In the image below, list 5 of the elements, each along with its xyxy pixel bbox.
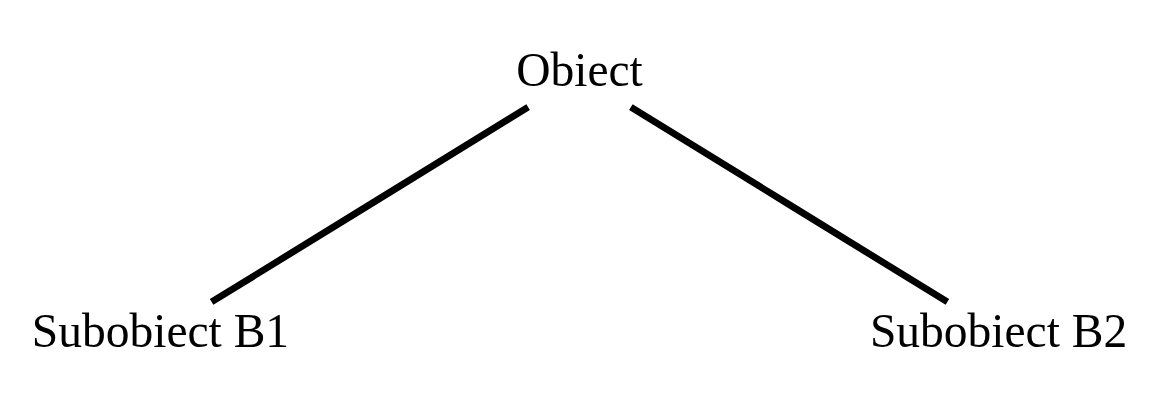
node-text: Obiect — [516, 43, 643, 96]
node-text: Subobiect B2 — [869, 304, 1128, 357]
connector — [629, 103, 950, 305]
connector — [209, 103, 530, 305]
node-text: Subobiect B1 — [31, 304, 290, 357]
